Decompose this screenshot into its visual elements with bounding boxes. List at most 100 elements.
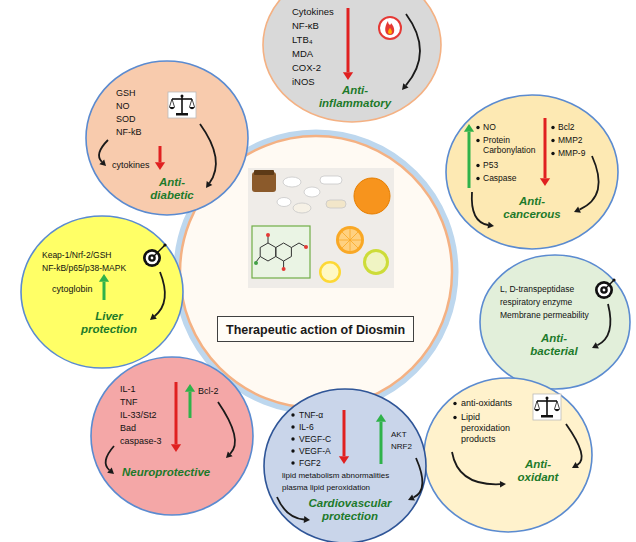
- lemon-flesh: [322, 264, 339, 281]
- bubble-outline: [86, 61, 248, 215]
- marker-item: NF-κB: [292, 20, 319, 31]
- icon-ground: [168, 92, 196, 118]
- bullet-dot: [476, 126, 479, 129]
- title-box: Therapeutic action of Diosmin: [217, 316, 414, 342]
- jar-lid: [254, 170, 274, 175]
- target-icon: [143, 243, 167, 267]
- balance-hangers: [170, 99, 195, 107]
- title-text: Therapeutic action of Diosmin: [226, 323, 405, 337]
- balance-knob: [181, 95, 184, 98]
- curved-arrow: [592, 304, 610, 348]
- arrow-shaft: [468, 132, 471, 188]
- effect-title: Liver protection: [72, 310, 146, 336]
- arrow-head: [304, 516, 310, 523]
- arrow-head: [185, 384, 195, 392]
- curved-arrow-line: [218, 402, 235, 454]
- bullet-dot: [291, 437, 294, 440]
- icon-ring: [379, 17, 401, 39]
- arrow-head: [408, 494, 415, 500]
- balance-hangers: [535, 401, 560, 409]
- lime-flesh: [366, 252, 386, 272]
- marker-item: NO: [116, 101, 130, 112]
- pill: [283, 177, 301, 187]
- molecule-ring: [276, 243, 292, 261]
- curved-arrow-line: [597, 304, 610, 345]
- arrow-head: [150, 314, 157, 320]
- marker-item: MDA: [292, 48, 313, 59]
- orange: [354, 178, 390, 214]
- marker-item: Bcl2: [558, 122, 575, 132]
- balance-icon: [168, 92, 196, 118]
- curved-arrow: [277, 497, 310, 523]
- balance-pan: [169, 107, 175, 109]
- bubble-shape: [20, 215, 184, 369]
- curved-arrow: [106, 446, 114, 474]
- curved-arrow-line: [200, 124, 216, 183]
- target-ring: [603, 289, 606, 292]
- effect-bubble: IL-1TNFIL-33/St2Badcaspase-3Bcl-2Neuropr…: [90, 356, 254, 516]
- curved-arrow-line: [106, 446, 114, 470]
- trend-arrow: [99, 274, 109, 300]
- arrow-head: [171, 444, 181, 452]
- effect-bubble: CytokinesNF-κBLTB₄MDACOX-2iNOSAnti-infla…: [262, 0, 442, 123]
- bullet-dot: [291, 449, 294, 452]
- arrow-shaft: [175, 382, 178, 444]
- orange-flesh: [339, 229, 361, 251]
- arrow-head: [206, 181, 212, 188]
- bubble-shape: [445, 94, 619, 250]
- pill: [304, 187, 320, 197]
- effect-title: Anti-bacterial: [522, 332, 586, 358]
- arrow-head: [343, 72, 353, 80]
- effect-bubble: GSHNOSODNF-kBcytokinesAnti-diabetic: [85, 60, 249, 216]
- dart: [153, 245, 165, 257]
- effect-title: Anti-inflammatory: [313, 84, 397, 110]
- marker-item: cytokines: [112, 160, 150, 171]
- icon-ground: [533, 394, 561, 420]
- curved-arrow: [402, 14, 420, 90]
- curved-arrow-line: [406, 14, 420, 85]
- marker-item: P53: [483, 160, 498, 170]
- marker-item: MMP-9: [558, 148, 585, 158]
- arrow-shaft: [343, 410, 346, 456]
- marker-item: NF-kB: [116, 127, 142, 138]
- bullet-dot: [291, 425, 294, 428]
- arrow-head: [402, 83, 409, 90]
- curved-arrow-line: [99, 140, 108, 162]
- bullet-dot: [551, 126, 554, 129]
- curved-arrow-line: [566, 424, 582, 465]
- arrow-shaft: [159, 146, 162, 162]
- marker-item: L, D-transpeptidase: [500, 284, 574, 294]
- orange-segments: [339, 229, 361, 251]
- balance-pan: [554, 409, 560, 411]
- bubble-outline: [91, 357, 253, 515]
- marker-item: GSH: [116, 88, 136, 99]
- trend-arrow: [171, 382, 181, 452]
- marker-item: Cytokines: [292, 6, 334, 17]
- arrow-shaft: [103, 282, 106, 300]
- curved-arrow-line: [155, 272, 165, 316]
- effect-title: Neuroprotective: [122, 466, 210, 479]
- pill: [277, 198, 291, 207]
- arrow-head: [540, 178, 550, 186]
- effect-title: Anti-oxidant: [508, 458, 568, 484]
- curved-arrow: [200, 124, 216, 188]
- marker-item: Lipid peroxidation products: [461, 412, 525, 444]
- orange-half: [336, 226, 364, 254]
- capsule: [320, 176, 342, 184]
- lemon-slice: [319, 261, 341, 283]
- bullet-dot: [291, 461, 294, 464]
- arrow-head: [500, 481, 506, 488]
- trend-arrow: [376, 414, 386, 464]
- molecule-bonds: [256, 236, 306, 268]
- curved-arrow: [99, 140, 108, 166]
- bullet-dot: [453, 416, 456, 419]
- balance-icon: [533, 394, 561, 420]
- curved-arrow: [574, 156, 599, 213]
- bullet-dot: [476, 139, 479, 142]
- molecule-ring: [260, 243, 276, 261]
- trend-arrow: [464, 124, 474, 188]
- arrow-head: [155, 162, 165, 170]
- marker-item: TNF-α: [299, 410, 323, 420]
- photo-ground: [248, 168, 394, 288]
- marker-item: IL-1: [120, 384, 136, 395]
